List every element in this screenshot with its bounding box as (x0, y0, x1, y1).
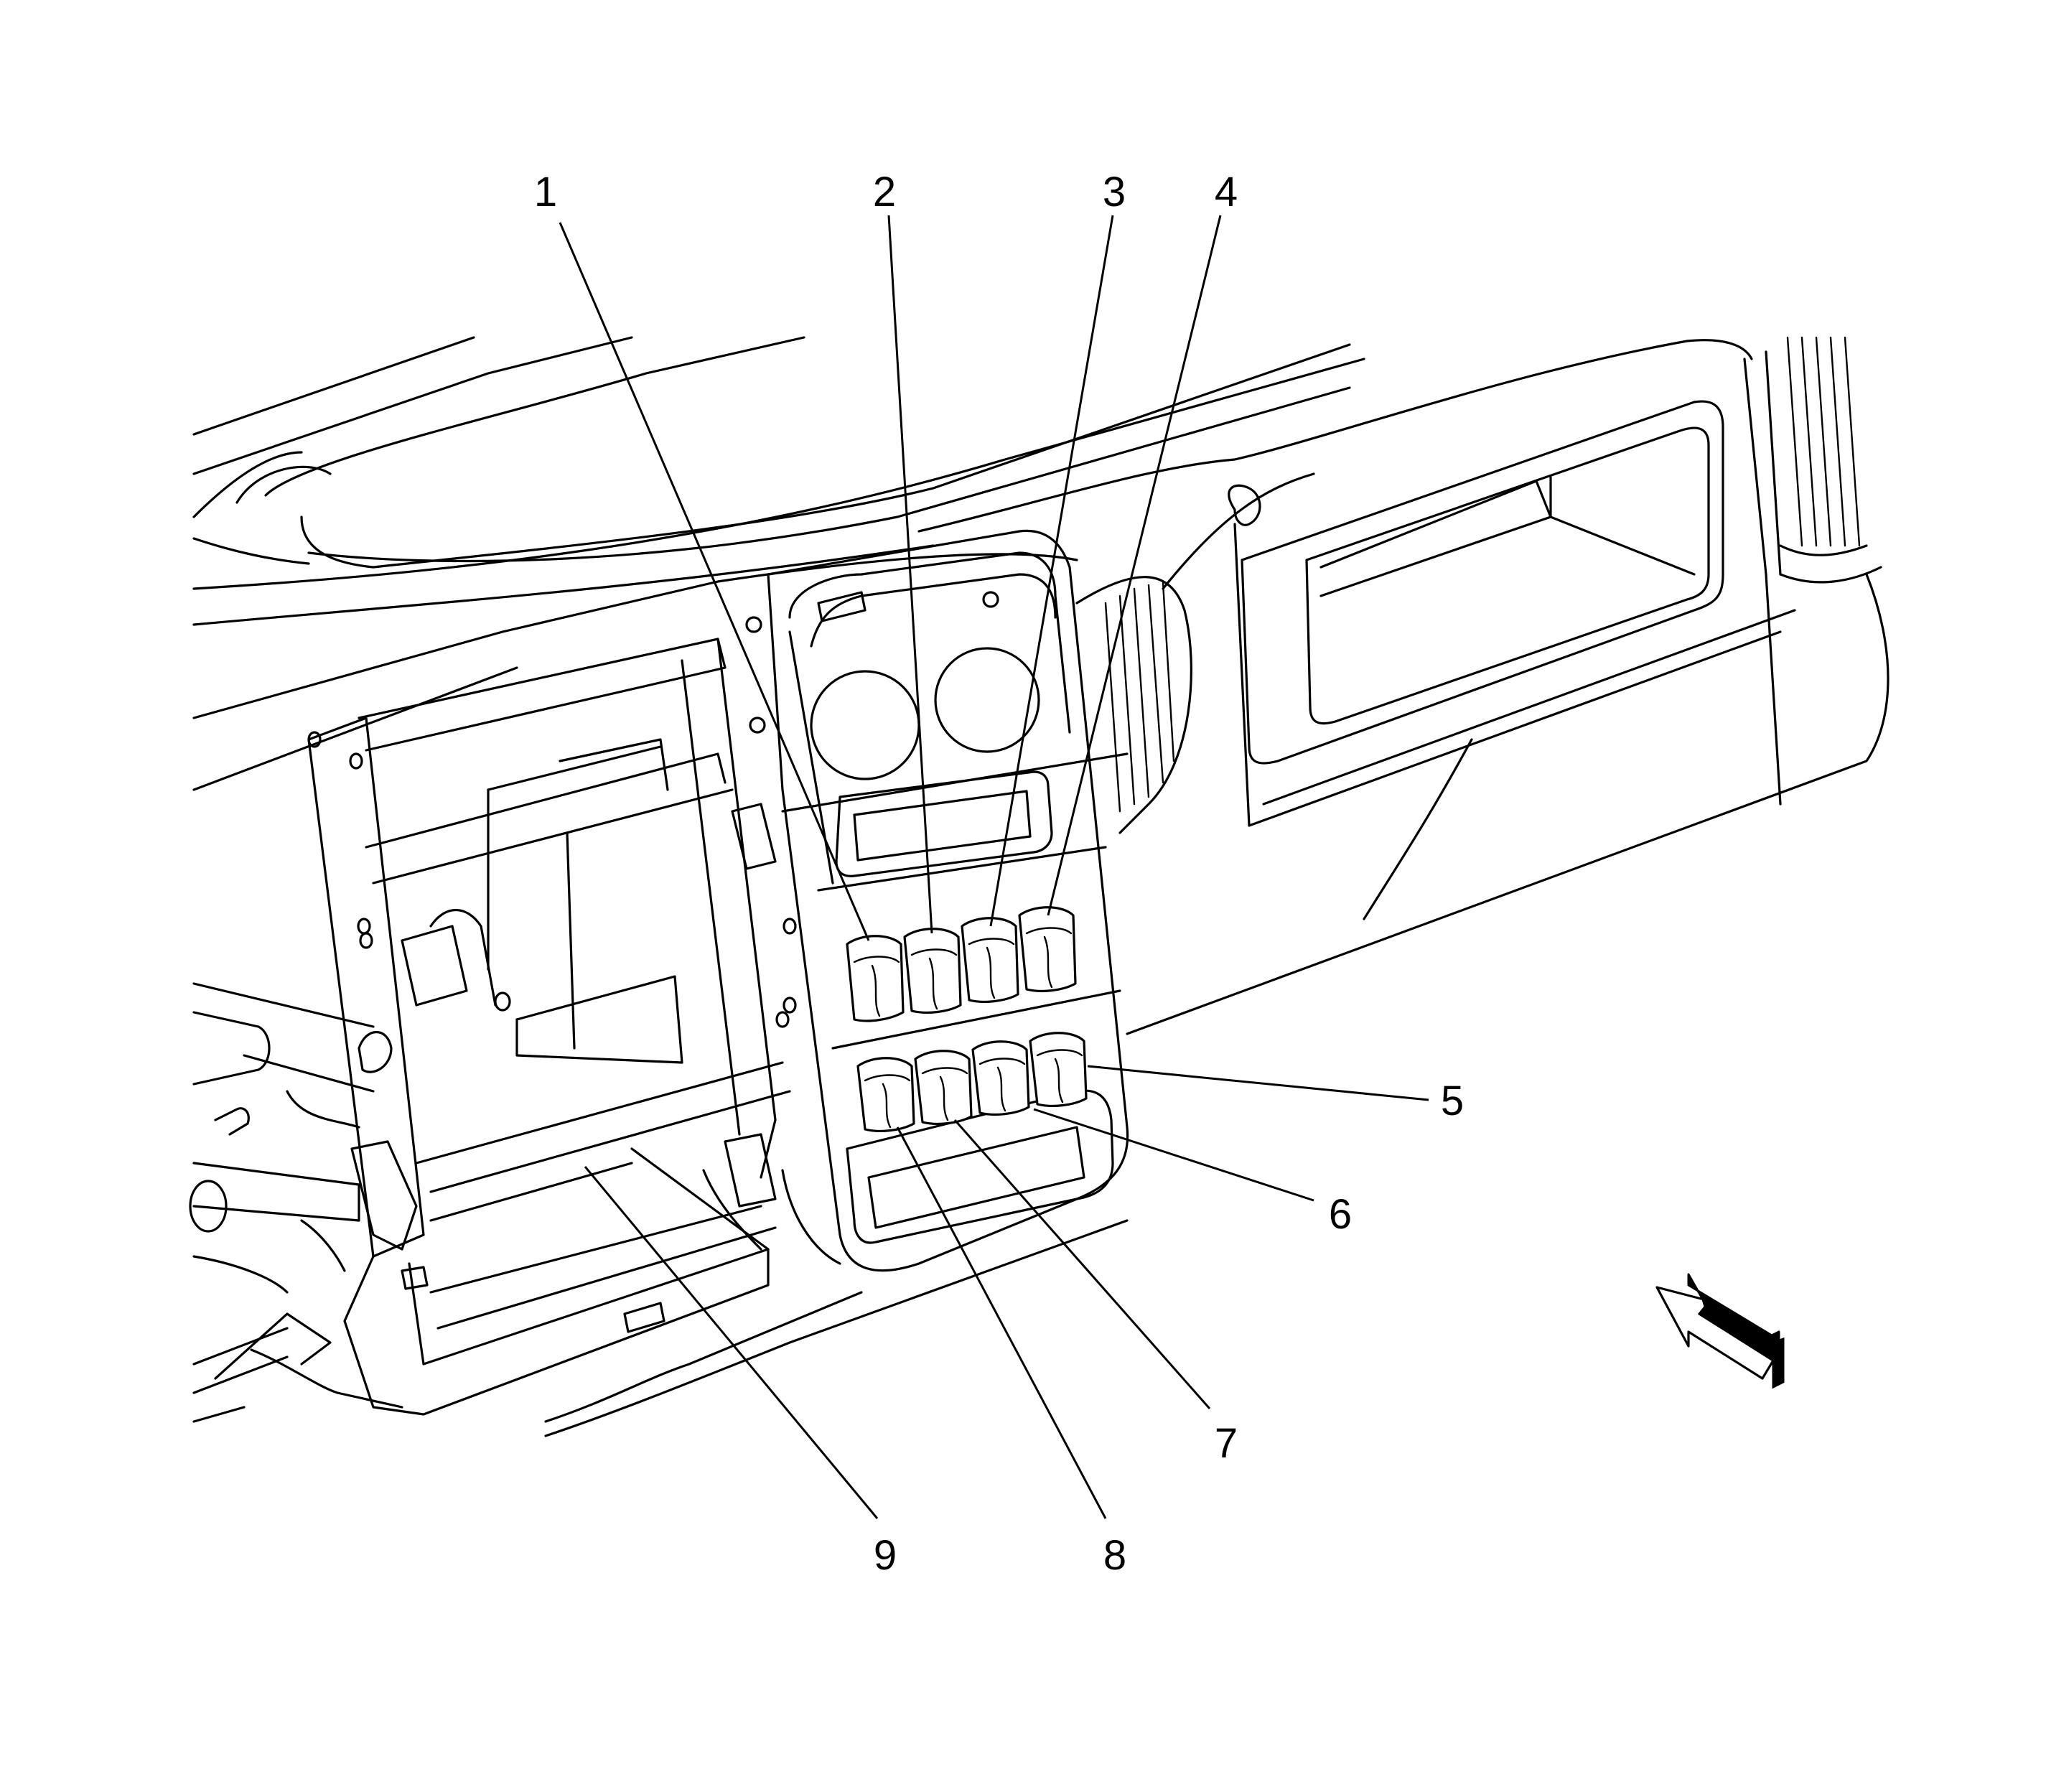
leader-2 (887, 215, 933, 934)
leader-5 (1087, 1065, 1429, 1101)
switch-4 (1018, 906, 1077, 992)
left-dash-pieces (189, 982, 1129, 1437)
view-direction-arrow-icon (1655, 1273, 1785, 1389)
callout-3: 3 (1103, 169, 1126, 215)
leader-6 (1033, 1108, 1314, 1202)
leader-3 (989, 215, 1114, 927)
leader-1 (559, 222, 870, 941)
callout-8: 8 (1103, 1532, 1126, 1579)
switch-2 (903, 928, 962, 1014)
leader-8 (896, 1126, 1107, 1519)
dashboard-upper-surface (192, 336, 1882, 806)
leader-9 (584, 1166, 879, 1519)
leader-7 (953, 1119, 1211, 1409)
callout-labels: 1 2 3 4 5 6 7 8 9 (534, 169, 1464, 1579)
callout-4: 4 (1215, 169, 1238, 215)
callout-9: 9 (874, 1532, 897, 1579)
callout-6: 6 (1329, 1191, 1352, 1238)
leader-lines (559, 215, 1429, 1519)
upper-switch-row (846, 906, 1077, 1022)
callout-5: 5 (1441, 1078, 1464, 1124)
center-stack-bezel (767, 529, 1129, 1272)
leader-4 (1047, 215, 1222, 916)
switch-5 (1029, 1032, 1088, 1107)
glove-box-opening (1126, 400, 1889, 1035)
switch-8 (856, 1057, 915, 1132)
lower-switch-row (856, 1032, 1088, 1132)
callout-2: 2 (873, 169, 896, 215)
switch-6 (971, 1040, 1030, 1116)
switch-1 (846, 935, 905, 1022)
switch-7 (914, 1050, 973, 1125)
switch-3 (961, 917, 1019, 1003)
callout-7: 7 (1215, 1420, 1238, 1467)
callout-1: 1 (534, 169, 557, 215)
radio-mounting-frame (307, 591, 999, 1416)
